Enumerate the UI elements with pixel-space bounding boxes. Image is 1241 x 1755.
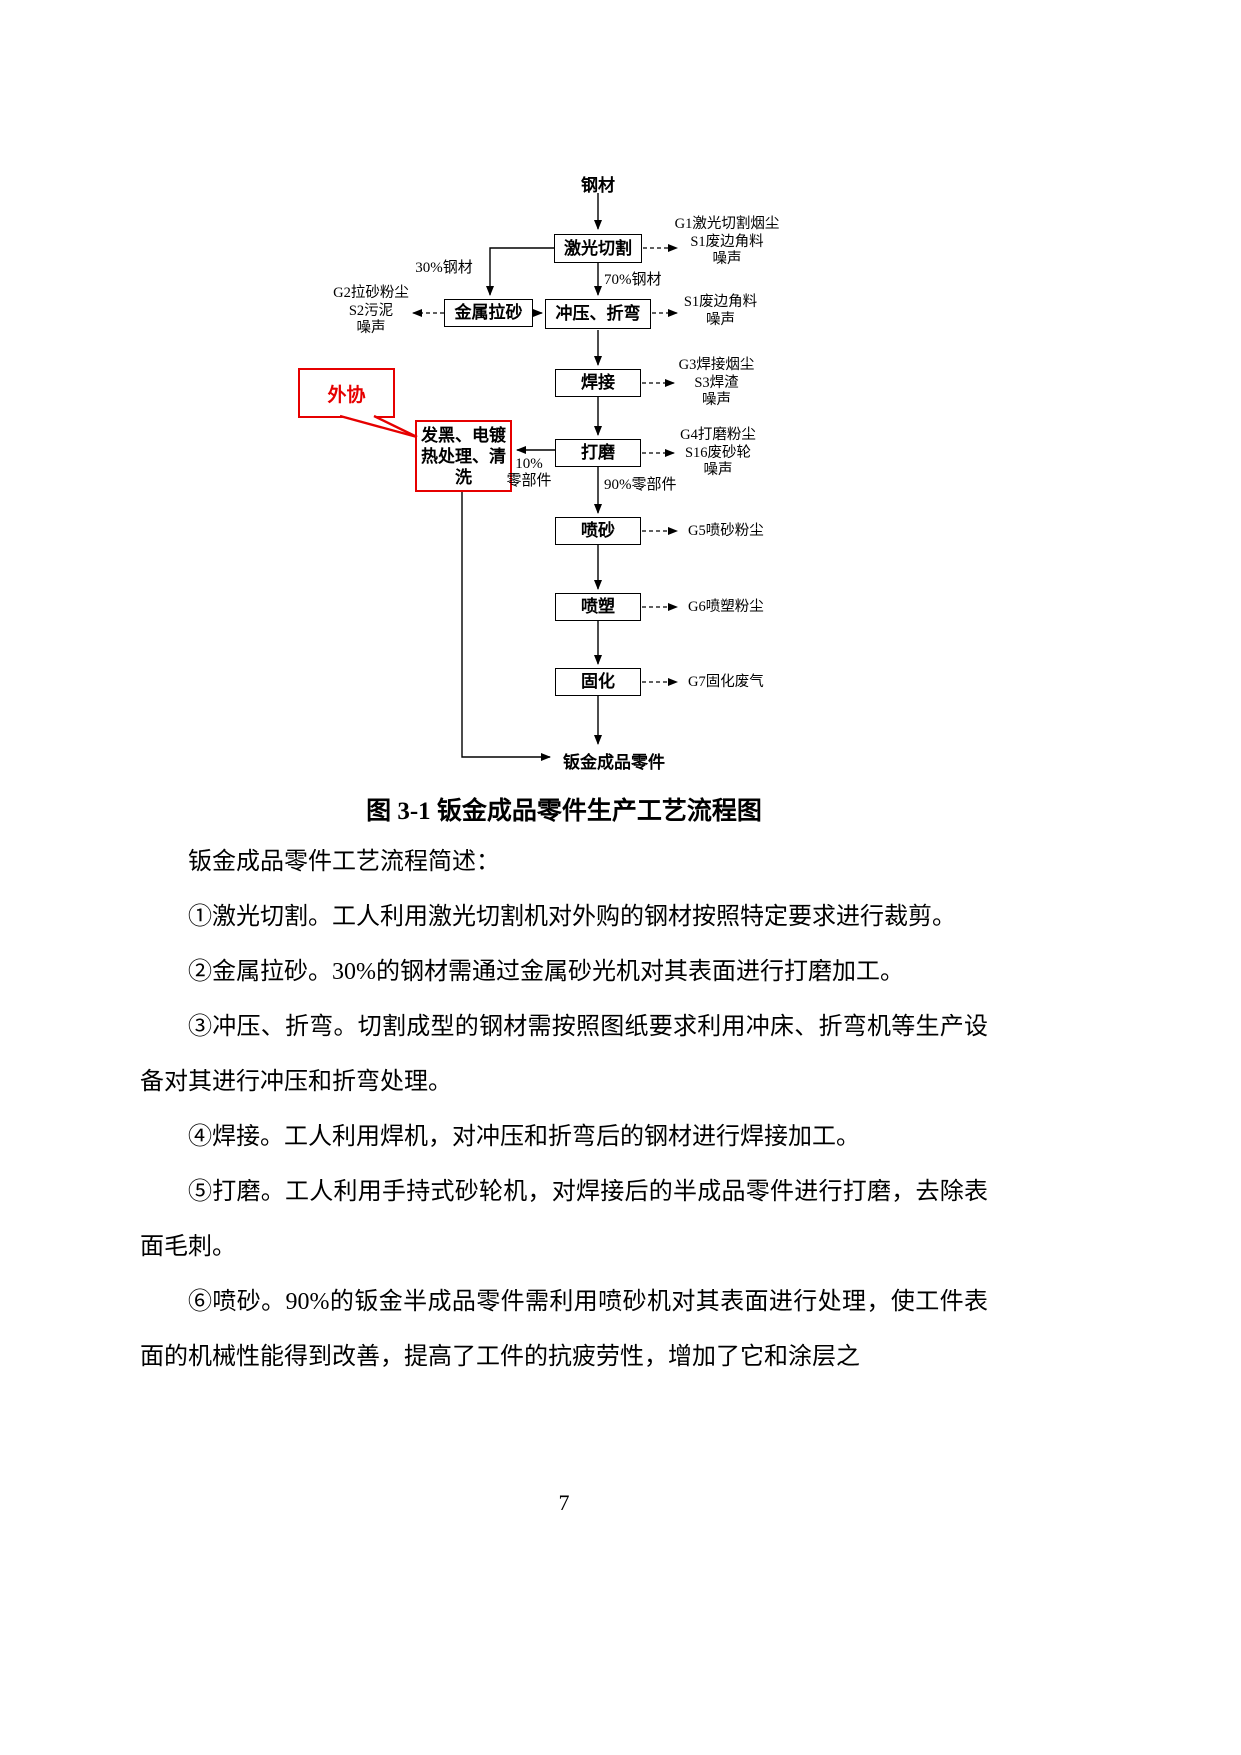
emission-line: S3焊渣 [694, 374, 739, 391]
process-flow-diagram: 钢材 钣金成品零件 激光切割 金属拉砂 冲压、折弯 焊接 打磨 喷砂 喷塑 固化… [0, 0, 1241, 790]
emission-laser: G1激光切割烟尘 S1废边角料 噪声 [662, 216, 792, 269]
node-metal-sanding: 金属拉砂 [444, 299, 533, 327]
emission-line: 噪声 [706, 311, 735, 328]
emission-line: S16废砂轮 [684, 444, 752, 461]
body-paragraph: ④焊接。工人利用焊机，对冲压和折弯后的钢材进行焊接加工。 [188, 1124, 860, 1150]
body-paragraph: ③冲压、折弯。切割成型的钢材需按照图纸要求利用冲床、折弯机等生产设备对其进行冲压… [140, 1014, 988, 1095]
node-sandblasting: 喷砂 [555, 517, 641, 545]
page-number: 7 [558, 1490, 570, 1515]
label-line: 零部件 [506, 473, 552, 489]
emission-curing: G7固化废气 [688, 674, 764, 690]
emission-welding: G3焊接烟尘 S3焊渣 噪声 [664, 357, 769, 410]
emission-line: 噪声 [712, 251, 742, 267]
node-powder-coating: 喷塑 [555, 593, 641, 621]
emission-line: G1激光切割烟尘 [674, 216, 780, 232]
body-paragraph: ①激光切割。工人利用激光切割机对外购的钢材按照特定要求进行裁剪。 [188, 904, 956, 930]
emission-line: S1废边角料 [683, 294, 758, 310]
emission-sanding: G2拉砂粉尘 S2污泥 噪声 [316, 285, 426, 338]
callout-outsourced: 外协 [298, 368, 395, 418]
emission-grinding: G4打磨粉尘 S16废砂轮 噪声 [664, 427, 772, 480]
node-outsourced-treatment: 发黑、电镀热处理、清洗 [415, 420, 512, 492]
label-90-percent-parts: 90%零部件 [604, 477, 677, 493]
flow-output-finished-parts: 钣金成品零件 [563, 753, 665, 772]
node-grinding: 打磨 [555, 439, 641, 467]
body-intro: 钣金成品零件工艺流程简述： [188, 849, 500, 875]
flow-input-steel: 钢材 [581, 176, 615, 195]
label-line: 10% [515, 456, 543, 472]
body-paragraph: ②金属拉砂。30%的钢材需通过金属砂光机对其表面进行打磨加工。 [188, 959, 904, 985]
label-70-percent-steel: 70%钢材 [604, 272, 662, 288]
body-paragraph: ⑤打磨。工人利用手持式砂轮机，对焊接后的半成品零件进行打磨，去除表面毛刺。 [140, 1179, 988, 1260]
emission-line: G4打磨粉尘 [680, 427, 756, 443]
emission-line: S2污泥 [348, 302, 394, 319]
emission-coating: G6喷塑粉尘 [688, 599, 764, 615]
emission-line: G3焊接烟尘 [678, 357, 755, 373]
emission-line: S1废边角料 [690, 233, 764, 250]
node-welding: 焊接 [555, 369, 641, 397]
text-content: 图 3-1 钣金成品零件生产工艺流程图 钣金成品零件工艺流程简述： ①激光切割。… [140, 791, 988, 1385]
emission-line: G2拉砂粉尘 [333, 285, 409, 301]
node-stamping-bending: 冲压、折弯 [545, 299, 651, 329]
emission-blasting: G5喷砂粉尘 [688, 523, 764, 539]
figure-caption: 图 3-1 钣金成品零件生产工艺流程图 [366, 798, 762, 825]
emission-line: 噪声 [356, 320, 386, 336]
label-30-percent-steel: 30%钢材 [415, 260, 473, 276]
emission-line: 噪声 [703, 462, 733, 478]
emission-stamping: S1废边角料 噪声 [668, 294, 773, 329]
node-curing: 固化 [555, 668, 641, 696]
label-10-percent-parts: 10% 零部件 [500, 456, 558, 490]
node-laser-cutting: 激光切割 [554, 234, 642, 263]
body-paragraph: ⑥喷砂。90%的钣金半成品零件需利用喷砂机对其表面进行处理，使工件表面的机械性能… [140, 1289, 988, 1370]
emission-line: 噪声 [702, 392, 731, 408]
